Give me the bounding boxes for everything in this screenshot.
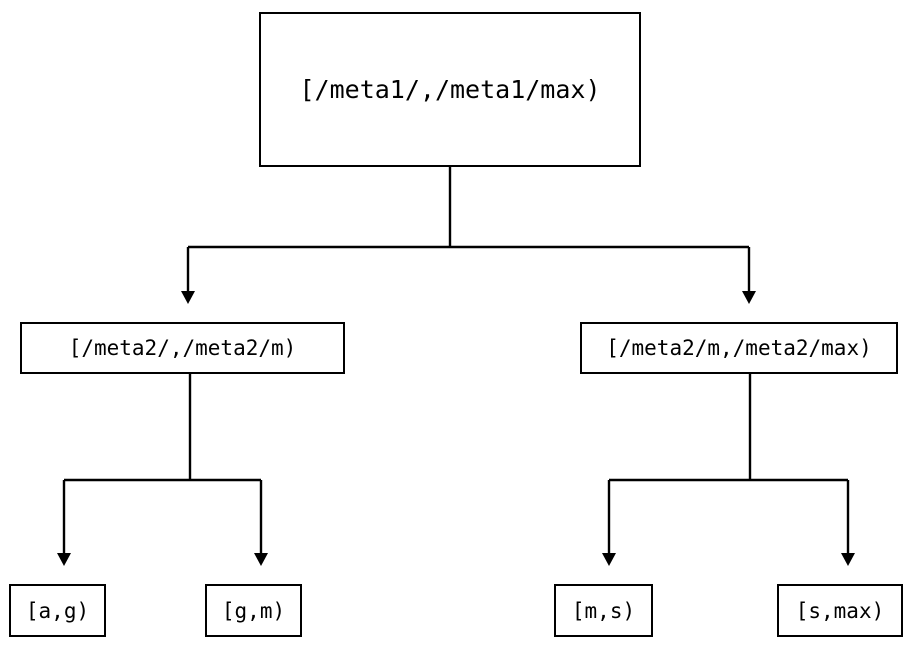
arrow-head-leaf-ms <box>602 553 616 566</box>
arrow-head-left-mid <box>181 291 195 304</box>
node-level2-right[interactable]: [/meta2/m,/meta2/max) <box>580 322 898 374</box>
node-leaf-s-max[interactable]: [s,max) <box>777 584 903 637</box>
arrow-head-leaf-smax <box>841 553 855 566</box>
arrow-head-leaf-gm <box>254 553 268 566</box>
node-leaf-a-g[interactable]: [a,g) <box>9 584 106 637</box>
node-level2-left[interactable]: [/meta2/,/meta2/m) <box>20 322 345 374</box>
node-root[interactable]: [/meta1/,/meta1/max) <box>259 12 641 167</box>
arrow-head-leaf-ag <box>57 553 71 566</box>
node-leaf-g-m[interactable]: [g,m) <box>205 584 302 637</box>
arrow-head-right-mid <box>742 291 756 304</box>
node-leaf-m-s[interactable]: [m,s) <box>554 584 653 637</box>
